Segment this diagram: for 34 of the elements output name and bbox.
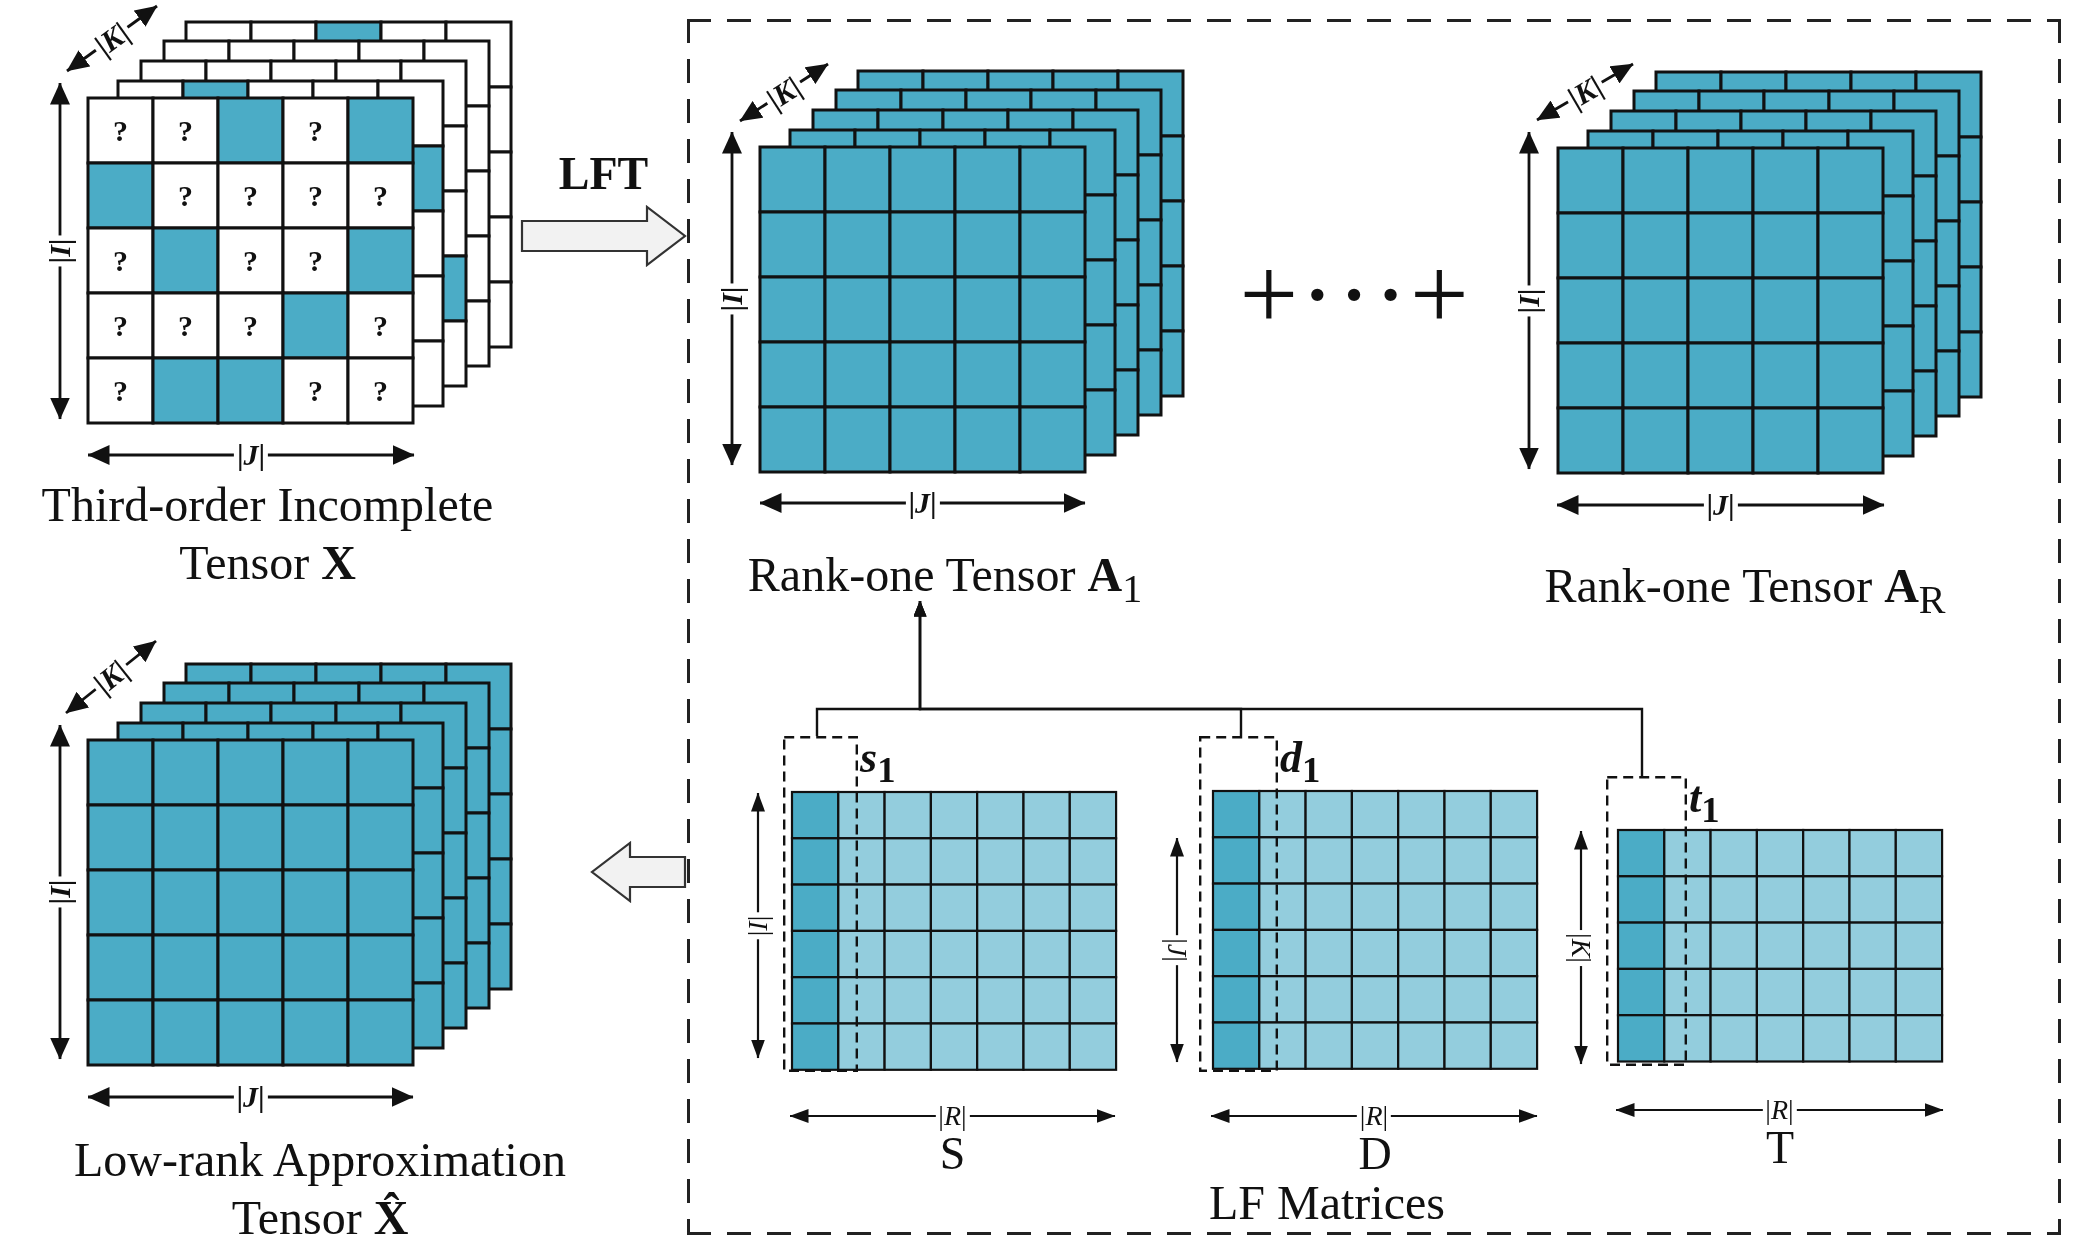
matrix-caption: S bbox=[939, 1130, 966, 1178]
question-mark: ? bbox=[113, 310, 128, 341]
question-mark: ? bbox=[178, 180, 193, 211]
tensor-caption: Low-rank Approximation Tensor X̂ bbox=[73, 1132, 567, 1246]
tensor-caption: Rank-one Tensor A$_{1}$ bbox=[747, 548, 1143, 601]
question-mark: ? bbox=[373, 310, 388, 341]
question-mark: ? bbox=[308, 115, 323, 146]
question-mark: ? bbox=[373, 180, 388, 211]
tensor-caption: Rank-one Tensor A$_{R}$ bbox=[1544, 559, 1946, 612]
vector-label: t$_{1}$ bbox=[1689, 776, 1720, 820]
matrix-caption: D bbox=[1358, 1130, 1392, 1178]
question-mark: ? bbox=[243, 310, 258, 341]
dashed-frame bbox=[687, 19, 2061, 1235]
question-mark: ? bbox=[113, 375, 128, 406]
vector-label: s$_{1}$ bbox=[860, 736, 896, 780]
connector-arrow bbox=[913, 600, 1644, 776]
question-mark: ? bbox=[243, 180, 258, 211]
question-mark: ? bbox=[243, 245, 258, 276]
sum-ellipsis: +···+ bbox=[1239, 242, 1471, 346]
question-mark: ? bbox=[113, 245, 128, 276]
question-mark: ? bbox=[178, 115, 193, 146]
question-mark: ? bbox=[308, 245, 323, 276]
question-mark: ? bbox=[373, 375, 388, 406]
block-arrow bbox=[590, 840, 687, 904]
question-mark: ? bbox=[178, 310, 193, 341]
question-mark: ? bbox=[113, 115, 128, 146]
group-caption: LF Matrices bbox=[1209, 1179, 1445, 1227]
column-vector bbox=[1199, 736, 1319, 1072]
question-mark: ? bbox=[308, 375, 323, 406]
question-mark: ? bbox=[308, 180, 323, 211]
block-arrow bbox=[520, 204, 687, 268]
matrix-caption: T bbox=[1765, 1124, 1795, 1172]
vector-label: d$_{1}$ bbox=[1280, 736, 1321, 780]
tensor-caption: Third-order Incomplete Tensor X bbox=[40, 477, 495, 591]
